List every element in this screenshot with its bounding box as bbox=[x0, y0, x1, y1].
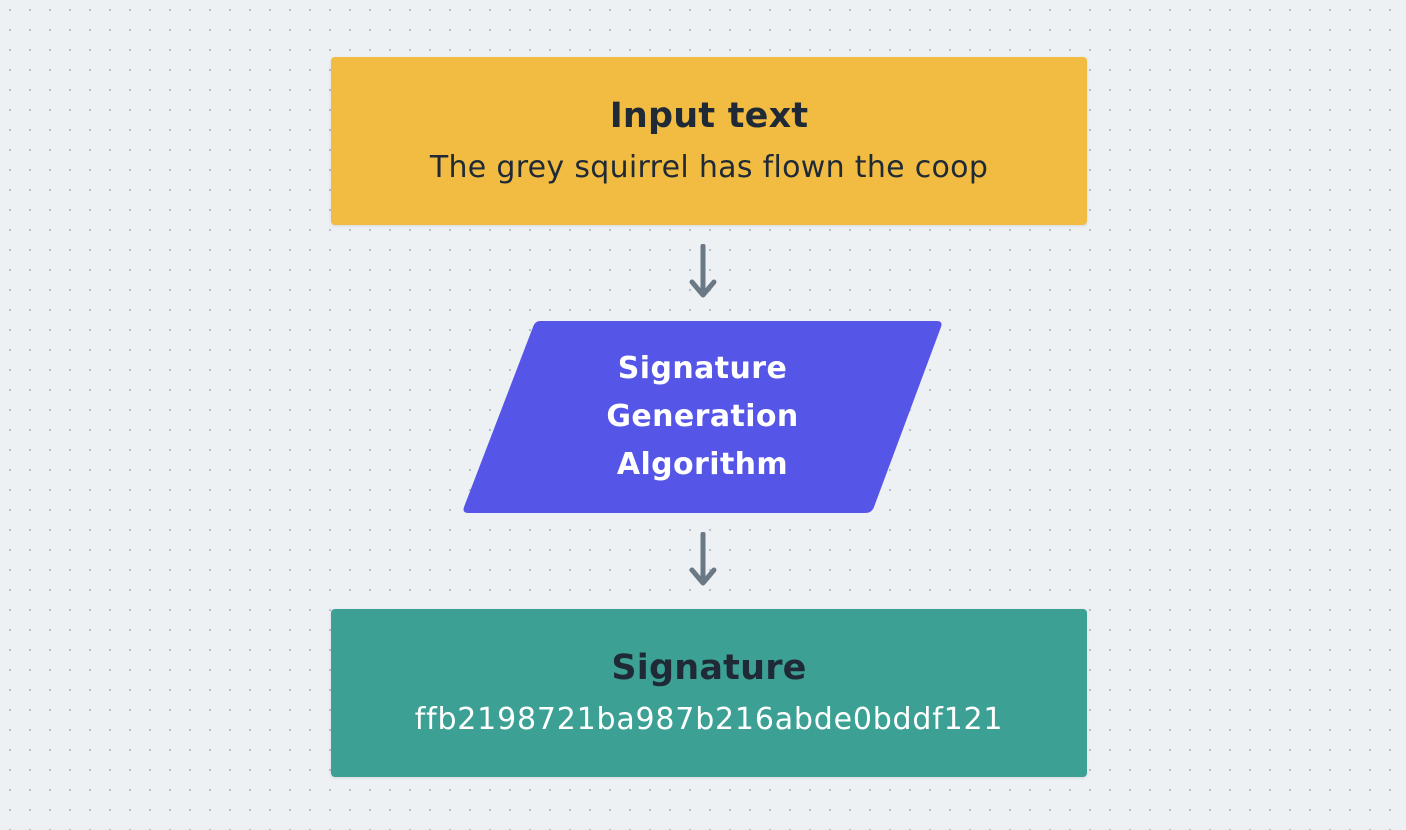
input-text-title: Input text bbox=[609, 96, 809, 136]
algorithm-label-line-3: Algorithm bbox=[616, 447, 789, 482]
algorithm-label-line-1: Signature bbox=[617, 351, 788, 386]
signature-value: ffb2198721ba987b216abde0bddf121 bbox=[414, 702, 1004, 737]
input-text-node[interactable]: Input text The grey squirrel has flown t… bbox=[331, 57, 1087, 225]
algorithm-label: Signature Generation Algorithm bbox=[463, 321, 942, 513]
signature-node[interactable]: Signature ffb2198721ba987b216abde0bddf12… bbox=[331, 609, 1087, 777]
signature-title: Signature bbox=[611, 648, 807, 688]
arrow-input-to-algorithm bbox=[689, 244, 717, 298]
signature-generation-algorithm-node[interactable]: Signature Generation Algorithm bbox=[463, 321, 942, 513]
arrow-algorithm-to-signature bbox=[689, 532, 717, 586]
input-text-value: The grey squirrel has flown the coop bbox=[429, 150, 989, 185]
algorithm-label-line-2: Generation bbox=[606, 399, 799, 434]
parallelogram-shape bbox=[463, 321, 942, 513]
